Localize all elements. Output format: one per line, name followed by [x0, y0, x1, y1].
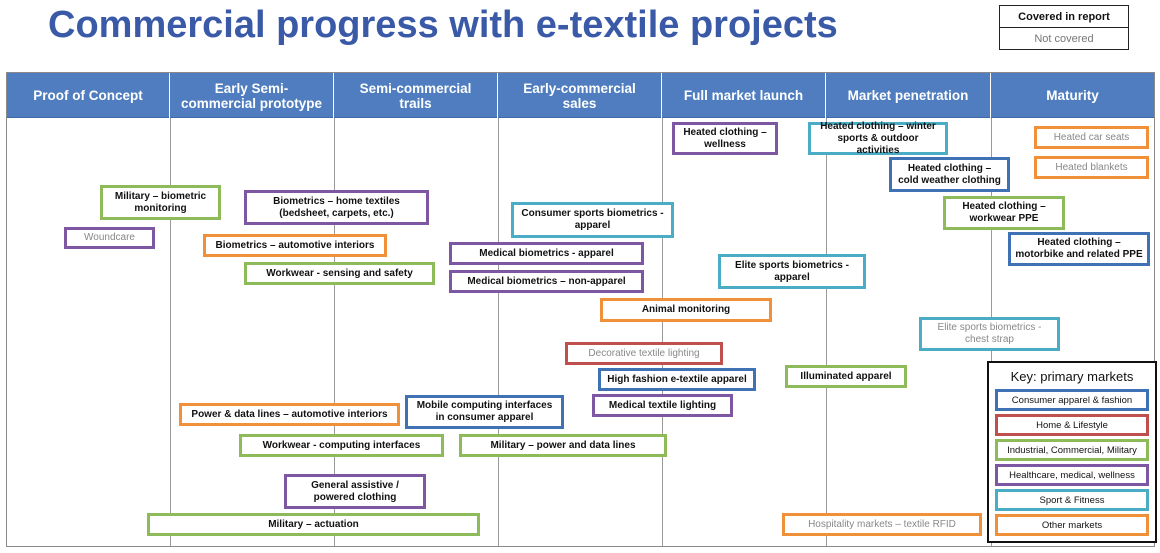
- project-box: Elite sports biometrics - chest strap: [919, 317, 1060, 351]
- project-box: Military – actuation: [147, 513, 480, 536]
- project-box: Power & data lines – automotive interior…: [179, 403, 400, 426]
- stage-early-semi-commercial-prototype: Early Semi- commercial prototype: [170, 73, 334, 118]
- stage-header: Proof of Concept Early Semi- commercial …: [7, 73, 1154, 118]
- key-item: Other markets: [995, 514, 1149, 536]
- primary-markets-key: Key: primary markets Consumer apparel & …: [987, 361, 1157, 543]
- stage-semi-commercial-trails: Semi-commercial trails: [334, 73, 498, 118]
- project-box: Medical biometrics - apparel: [449, 242, 644, 265]
- page-title: Commercial progress with e-textile proje…: [48, 4, 838, 46]
- project-box: Medical biometrics – non-apparel: [449, 270, 644, 293]
- stage-proof-of-concept: Proof of Concept: [7, 73, 170, 118]
- project-box: Workwear - sensing and safety: [244, 262, 435, 285]
- key-item: Consumer apparel & fashion: [995, 389, 1149, 411]
- stage-divider: [170, 118, 171, 546]
- project-box: Heated clothing – wellness: [672, 122, 778, 155]
- project-box: Heated clothing – winter sports & outdoo…: [808, 121, 948, 156]
- project-box: Heated blankets: [1034, 156, 1149, 179]
- project-box: Consumer sports biometrics - apparel: [511, 202, 674, 238]
- key-item: Home & Lifestyle: [995, 414, 1149, 436]
- key-item: Sport & Fitness: [995, 489, 1149, 511]
- project-box: General assistive / powered clothing: [284, 474, 426, 509]
- project-box: High fashion e-textile apparel: [598, 368, 756, 391]
- project-box: Heated clothing – motorbike and related …: [1008, 232, 1150, 266]
- stage-divider: [826, 118, 827, 546]
- stage-full-market-launch: Full market launch: [662, 73, 826, 118]
- project-box: Decorative textile lighting: [565, 342, 723, 365]
- project-box: Military – power and data lines: [459, 434, 667, 457]
- project-box: Elite sports biometrics - apparel: [718, 254, 866, 289]
- stage-divider: [498, 118, 499, 546]
- project-box: Hospitality markets – textile RFID: [782, 513, 982, 536]
- project-box: Heated car seats: [1034, 126, 1149, 149]
- stage-divider: [662, 118, 663, 546]
- project-box: Heated clothing – cold weather clothing: [889, 157, 1010, 192]
- project-box: Mobile computing interfaces in consumer …: [405, 395, 564, 429]
- legend-not-covered: Not covered: [999, 27, 1129, 50]
- project-box: Woundcare: [64, 227, 155, 249]
- project-box: Biometrics – home textiles (bedsheet, ca…: [244, 190, 429, 225]
- project-box: Biometrics – automotive interiors: [203, 234, 387, 257]
- stage-maturity: Maturity: [1046, 88, 1099, 103]
- key-item: Industrial, Commercial, Military: [995, 439, 1149, 461]
- project-box: Heated clothing – workwear PPE: [943, 196, 1065, 230]
- project-box: Illuminated apparel: [785, 365, 907, 388]
- project-box: Medical textile lighting: [592, 394, 733, 417]
- legend-covered: Covered in report: [999, 5, 1129, 28]
- roadmap-frame: Proof of Concept Early Semi- commercial …: [6, 72, 1155, 547]
- key-item: Healthcare, medical, wellness: [995, 464, 1149, 486]
- key-title: Key: primary markets: [1010, 369, 1134, 384]
- project-box: Military – biometric monitoring: [100, 185, 221, 220]
- project-box: Animal monitoring: [600, 298, 772, 322]
- stage-early-commercial-sales: Early-commercial sales: [498, 73, 662, 118]
- stage-market-penetration: Market penetration: [826, 73, 991, 118]
- stage-divider: [334, 118, 335, 546]
- project-box: Workwear - computing interfaces: [239, 434, 444, 457]
